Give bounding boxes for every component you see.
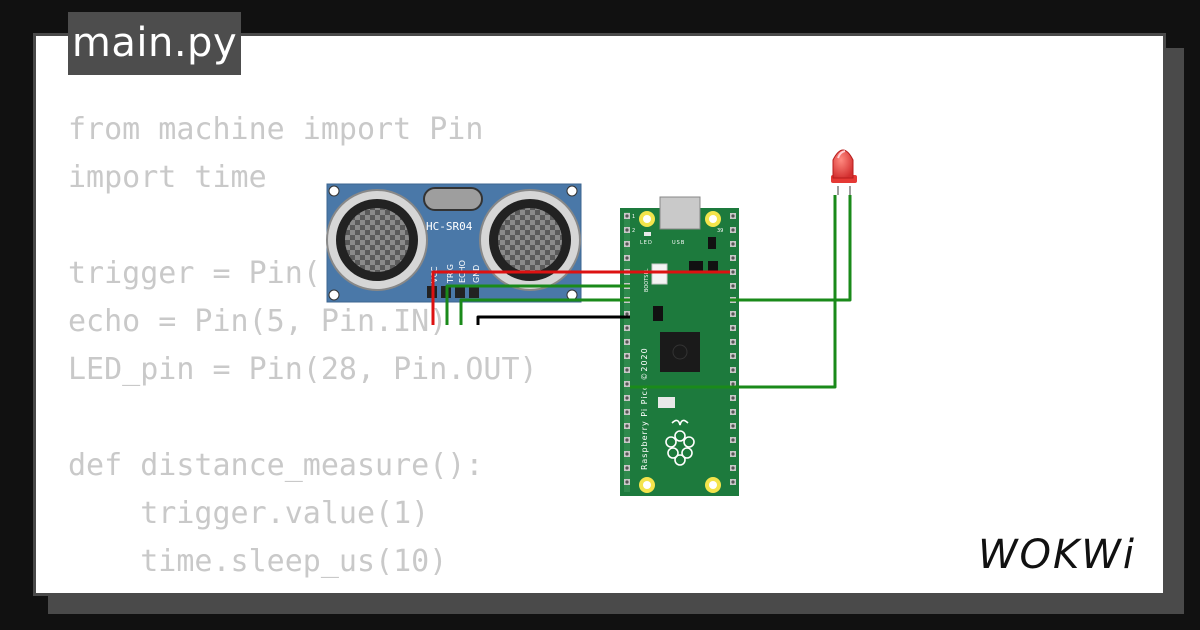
header-pin-hole	[625, 382, 629, 386]
header-pin-hole	[625, 480, 629, 484]
pin-label-trig: TRIG	[446, 264, 455, 284]
header-pin-hole	[731, 242, 735, 246]
header-pin-hole	[731, 256, 735, 260]
bootsel-label: BOOTSEL	[644, 268, 650, 292]
transducer-left	[326, 189, 428, 291]
header-pin-hole	[625, 396, 629, 400]
header-pin-hole	[731, 228, 735, 232]
bootsel-button[interactable]	[651, 263, 668, 285]
test-pad	[658, 397, 675, 408]
code-line: trigger.value(1)	[68, 496, 430, 531]
transducer-right	[479, 189, 581, 291]
header-pin-hole	[625, 256, 629, 260]
chip	[708, 237, 716, 249]
wire-led-anode	[730, 195, 852, 302]
pico-pin-row-left	[624, 212, 630, 492]
wokwi-logo-text: WOKWi	[978, 532, 1136, 576]
pin-label-gnd: GND	[472, 265, 481, 283]
code-line: trigger.value(0)	[68, 586, 538, 593]
header-pin-hole	[625, 466, 629, 470]
header-pin-hole	[731, 326, 735, 330]
sensor-model-label: HC-SR04	[426, 220, 473, 233]
header-pin-hole	[625, 452, 629, 456]
wire-led-cathode	[630, 195, 837, 389]
header-pin-hole	[731, 466, 735, 470]
code-line: from machine import Pin	[68, 112, 484, 147]
header-pin-hole	[625, 214, 629, 218]
header-pin-hole	[731, 340, 735, 344]
pin-1-label: 1	[632, 214, 635, 220]
header-pin-hole	[731, 284, 735, 288]
header-pin-hole	[731, 214, 735, 218]
red-led[interactable]	[831, 149, 857, 195]
header-pin-hole	[731, 396, 735, 400]
header-pin-hole	[625, 354, 629, 358]
header-pin-hole	[731, 354, 735, 358]
file-tab[interactable]: main.py	[68, 12, 241, 75]
raspberry-pi-pico[interactable]: 1 2 39 LED USB BOOTSEL Raspberry Pi Pico…	[620, 196, 739, 496]
raspberry-logo-icon	[665, 419, 695, 466]
header-pin-hole	[731, 452, 735, 456]
wire-trig	[445, 284, 630, 325]
rp2040-chip	[660, 332, 700, 372]
pin-39-label: 39	[717, 228, 723, 234]
usb-label: USB	[672, 240, 685, 246]
header-pin-hole	[625, 410, 629, 414]
header-pin-hole	[731, 438, 735, 442]
chip	[689, 261, 703, 273]
code-line: LED_pin = Pin(28, Pin.OUT)	[68, 352, 538, 387]
wire-vcc	[431, 270, 730, 325]
code-line: import time	[68, 160, 267, 195]
wires	[431, 195, 852, 389]
header-pin-hole	[625, 312, 629, 316]
ultrasonic-sensor[interactable]: HC-SR04 VCC TRIG ECHO GND	[326, 183, 582, 303]
header-pin-hole	[731, 480, 735, 484]
wire-gnd	[476, 315, 630, 325]
board-silkscreen: Raspberry Pi Pico ©2020	[640, 347, 649, 470]
header-pin-hole	[625, 424, 629, 428]
wire-echo	[459, 298, 630, 325]
code-line: trigger = Pin(	[68, 256, 321, 291]
code-line: def distance_measure():	[68, 448, 484, 483]
header-pin-hole	[731, 382, 735, 386]
header-pin-hole	[731, 270, 735, 274]
pin-2-label: 2	[632, 228, 635, 234]
header-pin-hole	[625, 368, 629, 372]
header-pin-hole	[731, 424, 735, 428]
header-pin-hole	[731, 312, 735, 316]
header-pin-hole	[625, 326, 629, 330]
code-line: time.sleep_us(10)	[68, 544, 448, 579]
header-pin-hole	[731, 368, 735, 372]
header-pin-hole	[731, 410, 735, 414]
header-pin-hole	[625, 340, 629, 344]
chip	[653, 306, 663, 321]
header-pin-hole	[625, 438, 629, 442]
preview-card: from machine import Pin import time trigge…	[33, 33, 1166, 596]
wokwi-logo: WOKWi	[978, 532, 1136, 576]
usb-connector	[659, 196, 701, 230]
led-label: LED	[640, 240, 653, 246]
chip	[708, 261, 718, 273]
header-pin-hole	[625, 242, 629, 246]
onboard-led	[644, 232, 651, 236]
code-editor[interactable]: from machine import Pin import time trigge…	[68, 106, 538, 593]
code-line: echo = Pin(5, Pin.IN)	[68, 304, 448, 339]
header-pin-hole	[625, 228, 629, 232]
